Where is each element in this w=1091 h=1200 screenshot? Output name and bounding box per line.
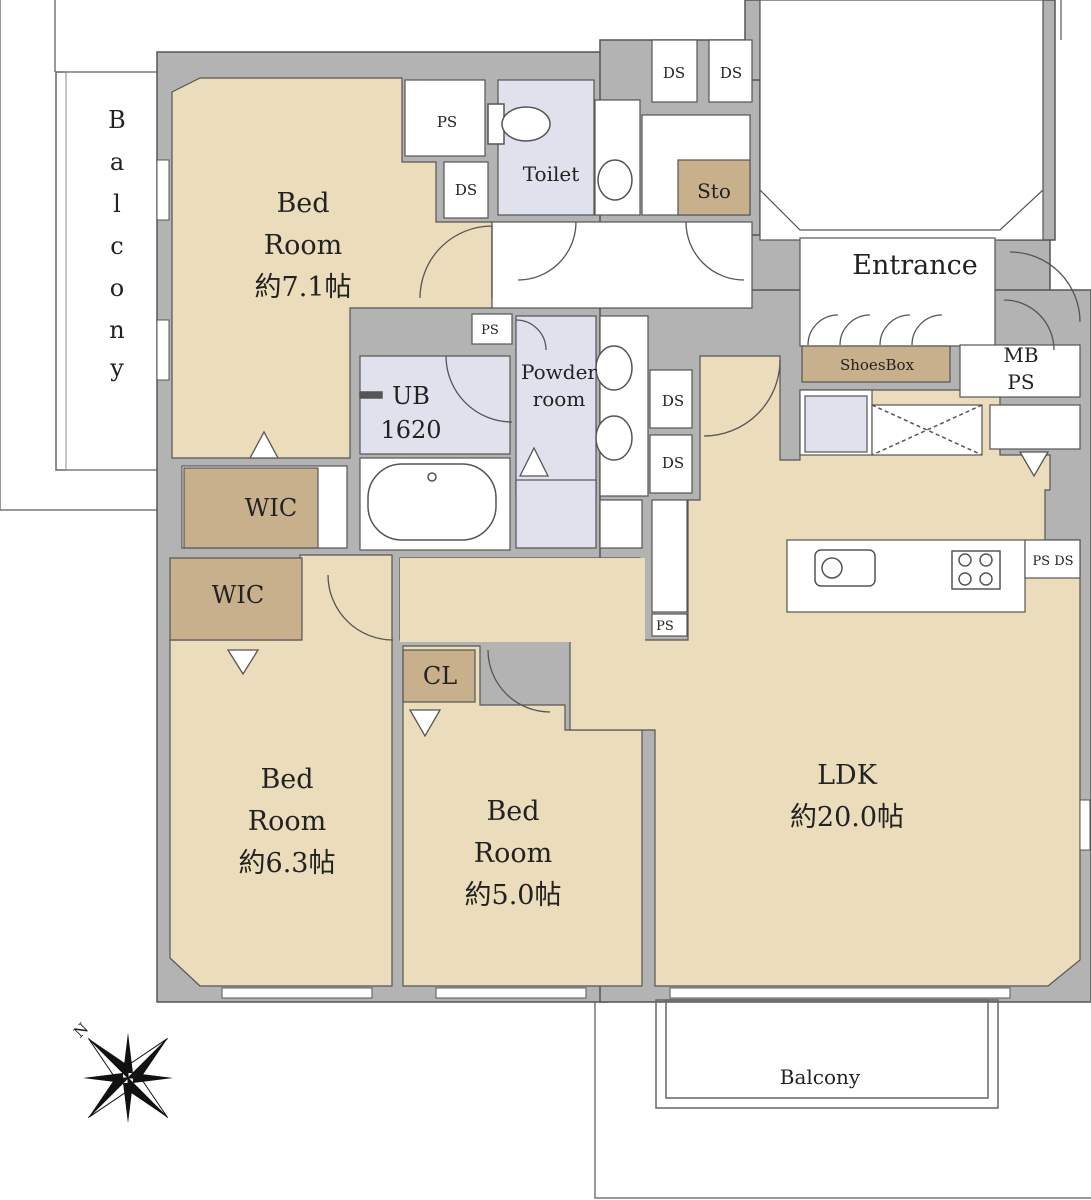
sto-fill	[677, 159, 751, 216]
bedroom-5-0-label-line1: Bed	[486, 796, 539, 827]
south-balcony	[655, 999, 999, 1109]
west-balcony-letter: B	[108, 106, 126, 134]
sto-label: Sto	[697, 179, 731, 203]
toilet-label: Toilet	[523, 162, 580, 186]
bedroom-6-3-label-line2: Room	[248, 806, 326, 837]
bedroom-7-1-label-line2: Room	[264, 230, 342, 261]
wic-upper-fill	[183, 467, 319, 549]
psds-kitchen-label: PS DS	[1032, 554, 1073, 569]
mbps-label-line2: PS	[1007, 370, 1034, 394]
ldk-floor-strip	[400, 558, 645, 642]
ub-label-line1: UB	[392, 382, 430, 410]
west-balcony-letter: l	[113, 190, 121, 218]
room-floors	[169, 77, 1081, 987]
storage-fills	[169, 159, 951, 703]
compass-rose-icon	[82, 1032, 174, 1124]
shoesbox-label: ShoesBox	[840, 356, 915, 374]
ds-mid2-label: DS	[662, 454, 684, 472]
west-balcony-letter: o	[110, 274, 124, 302]
bedroom-7-1-floor	[171, 77, 493, 459]
entrance-label: Entrance	[852, 250, 977, 281]
west-balcony-label: B a l c o n y	[108, 106, 126, 382]
bedroom-6-3-label-line1: Bed	[260, 764, 313, 795]
powder-label-line1: Powder	[521, 360, 597, 384]
wic-lower-label: WIC	[212, 581, 265, 609]
bedroom-5-0-label-line2: Room	[474, 838, 552, 869]
wet-areas	[359, 79, 868, 549]
compass-north-label: N	[70, 1019, 92, 1041]
ldk-area: 約20.0帖	[790, 802, 904, 833]
ps-top-label: PS	[437, 113, 457, 131]
windows	[156, 159, 1091, 999]
closet-label: CL	[423, 662, 457, 690]
ds-top1-label: DS	[663, 64, 685, 82]
ps-mid-label: PS	[656, 619, 674, 634]
ps-powder-label: PS	[481, 323, 499, 338]
ds-toilet-label: DS	[455, 181, 477, 199]
west-balcony-letter: c	[110, 232, 123, 260]
bedroom-6-3-area: 約6.3帖	[239, 848, 336, 879]
shoesbox-fill	[801, 345, 951, 383]
south-balcony-label: Balcony	[780, 1065, 861, 1089]
closet-fill	[402, 649, 476, 703]
bedroom-7-1-label-line1: Bed	[276, 188, 329, 219]
powder-label-line2: room	[533, 387, 586, 411]
ds-top2-label: DS	[720, 64, 742, 82]
ub-label-line2: 1620	[380, 416, 441, 444]
ldk-label: LDK	[817, 760, 878, 791]
west-balcony-letter: a	[110, 148, 124, 176]
west-balcony	[55, 71, 159, 471]
door-swings	[327, 221, 1081, 713]
room-labels: Bed Room 約7.1帖 Bed Room 約6.3帖 Bed Room 約…	[212, 64, 1074, 1089]
west-balcony-letter: y	[109, 354, 124, 382]
bedroom-5-0-floor	[402, 645, 643, 987]
opening-markers	[226, 430, 1050, 738]
fixtures	[359, 103, 1001, 590]
wic-upper-label: WIC	[245, 494, 298, 522]
ub-floor	[359, 355, 511, 455]
mbps-label-line1: MB	[1003, 343, 1038, 367]
bedroom-7-1-area: 約7.1帖	[255, 272, 352, 303]
west-balcony-letter: n	[109, 316, 124, 344]
wic-lower-fill	[169, 557, 303, 641]
bedroom-5-0-area: 約5.0帖	[465, 880, 562, 911]
ds-mid1-label: DS	[662, 392, 684, 410]
toilet-floor	[497, 79, 595, 216]
